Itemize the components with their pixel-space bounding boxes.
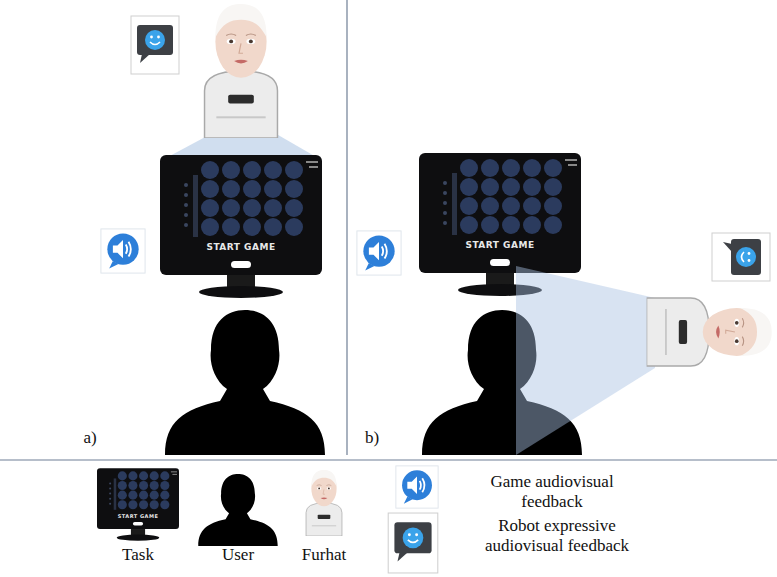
panel-divider (346, 0, 347, 455)
game-feedback-icon (101, 229, 145, 273)
furhat-robot (205, 4, 278, 138)
task-monitor (419, 153, 581, 296)
legend-furhat-icon (306, 470, 342, 536)
gaze-beam (516, 266, 655, 455)
legend-text: Task (93, 545, 183, 565)
screen-button-text: START GAME (206, 242, 275, 252)
task-monitor (160, 155, 322, 298)
legend-text: Robot expressive audiovisual feedback (470, 516, 645, 555)
legend-robot-feedback-icon (388, 513, 438, 573)
legend-divider (0, 459, 777, 460)
game-feedback-icon (357, 231, 401, 275)
user-silhouette (165, 310, 325, 455)
screen-button-text: START GAME (465, 240, 534, 250)
legend-text: User (193, 545, 283, 565)
legend-user-icon (198, 474, 277, 546)
panel-label: b) (365, 428, 379, 448)
legend-text: Furhat (279, 545, 369, 565)
furhat-robot (647, 298, 772, 366)
panel-label: a) (83, 428, 96, 448)
robot-feedback-icon (712, 233, 770, 281)
screen-button-text: START GAME (118, 513, 159, 519)
legend-text: Game audiovisual feedback (467, 472, 637, 511)
legend-task-icon (97, 468, 179, 540)
legend-game-feedback-icon (396, 466, 438, 508)
robot-feedback-icon (131, 16, 179, 74)
